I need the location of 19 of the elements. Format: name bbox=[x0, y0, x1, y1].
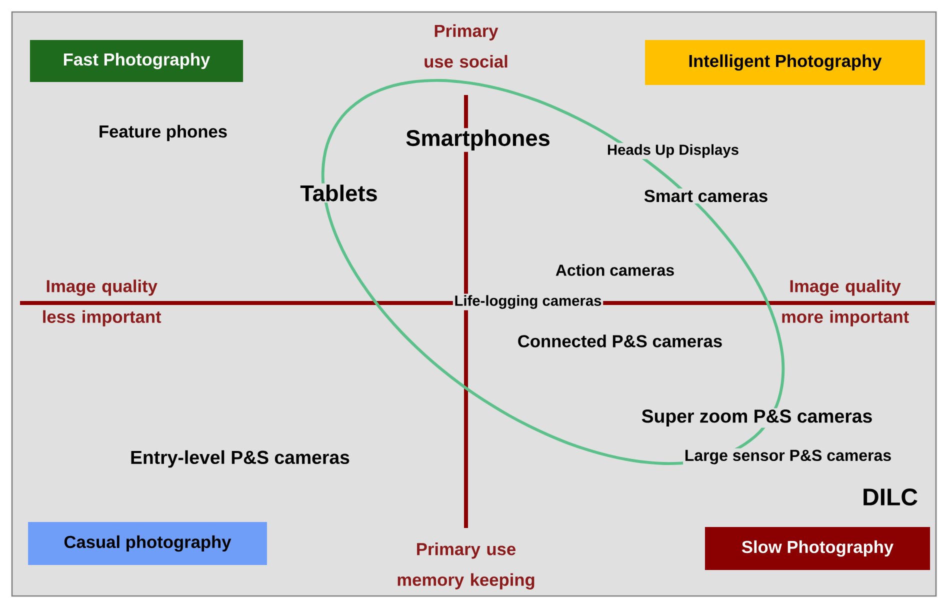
item-label: Large sensor P&S cameras bbox=[683, 448, 893, 466]
axis-label: Image quality less important bbox=[43, 280, 162, 326]
category-box: Slow Photography bbox=[704, 527, 930, 570]
item-label: Tablets bbox=[298, 183, 380, 203]
item-label: Super zoom P&S cameras bbox=[640, 408, 874, 428]
item-label: Smartphones bbox=[404, 128, 552, 152]
item-label: Action cameras bbox=[556, 264, 674, 276]
item-label: Heads Up Displays bbox=[606, 142, 740, 160]
item-label: Life-logging cameras bbox=[452, 294, 604, 310]
axis-label: Primary use social bbox=[424, 24, 508, 68]
item-label: Connected P&S cameras bbox=[518, 334, 722, 348]
axis-label: Primary use memory keeping bbox=[398, 542, 534, 590]
item-label: Smart cameras bbox=[642, 188, 770, 204]
category-box: Casual photography bbox=[28, 522, 267, 565]
category-box: Intelligent Photography bbox=[645, 40, 925, 86]
item-label: Entry-level P&S cameras bbox=[131, 450, 350, 468]
axis-label: Image quality more important bbox=[782, 280, 909, 326]
item-label: Feature phones bbox=[100, 124, 227, 142]
category-box: Fast Photography bbox=[30, 40, 244, 82]
